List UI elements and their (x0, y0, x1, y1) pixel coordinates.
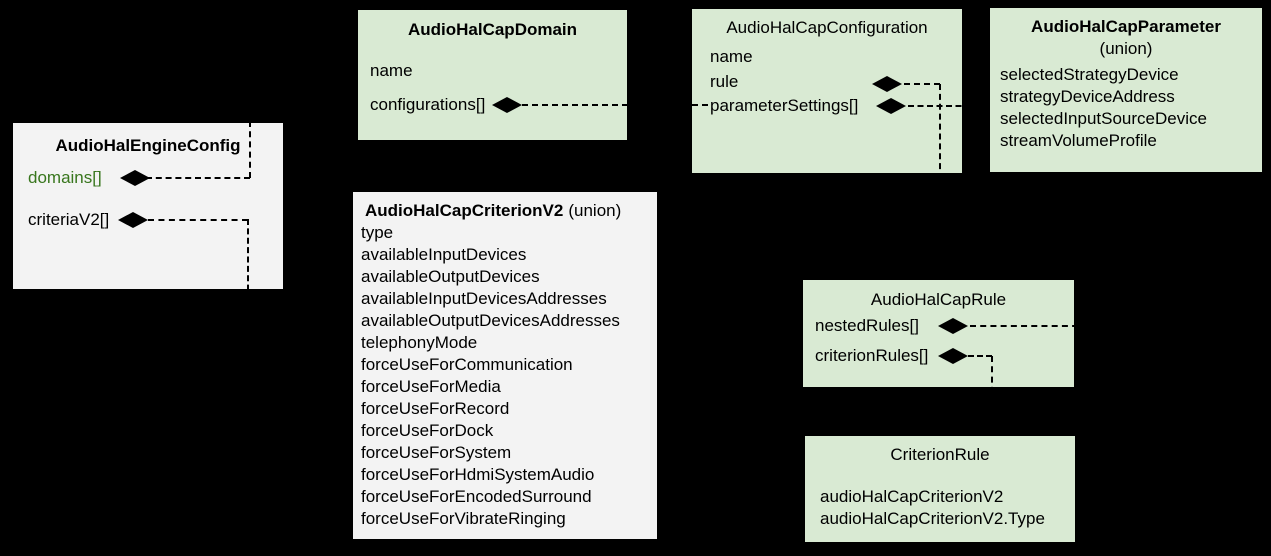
class-title-union: (union) (568, 201, 622, 220)
field-forceuseforcommunication: forceUseForCommunication (361, 355, 573, 374)
class-box-audiohalcaprule: AudioHalCapRule nestedRules[] criterionR… (803, 280, 1074, 387)
class-box-audiohalcapdomain: AudioHalCapDomain name configurations[] (358, 10, 627, 140)
field-configurations: configurations[] (370, 95, 486, 114)
class-box-audiohalcapparameter: AudioHalCapParameter (union) selectedStr… (990, 8, 1262, 172)
field-list: audioHalCapCriterionV2 audioHalCapCriter… (820, 486, 1045, 530)
connector-nestedrules-h (970, 325, 1170, 327)
field-name: name (370, 61, 413, 80)
class-box-audiohalengineconfig: AudioHalEngineConfig domains[] criteriaV… (13, 123, 283, 289)
connector-criterionrules-h (968, 355, 992, 357)
field-selectedstrategydevice: selectedStrategyDevice (1000, 65, 1179, 84)
connector-criterionrules-to-criterionrule (991, 356, 993, 434)
field-forceuseforvibrateringing: forceUseForVibrateRinging (361, 509, 566, 528)
composition-diamond-icon (876, 98, 906, 114)
connector-domains-to-domain (250, 69, 356, 71)
composition-diamond-icon (120, 170, 150, 186)
field-forceuseforencodedsurround: forceUseForEncodedSurround (361, 487, 592, 506)
class-box-audiohalcapcriterionv2: AudioHalCapCriterionV2(union) type avail… (353, 192, 657, 539)
class-title: AudioHalCapParameter (1031, 17, 1221, 36)
class-title: AudioHalCapConfiguration (726, 18, 928, 37)
field-selectedinputsourcedevice: selectedInputSourceDevice (1000, 109, 1207, 128)
field-strategydeviceaddress: strategyDeviceAddress (1000, 87, 1175, 106)
connector-domains-h (146, 177, 250, 179)
composition-diamond-icon (938, 348, 968, 364)
field-nestedrules: nestedRules[] (815, 316, 919, 335)
class-box-audiohalcapconfiguration: AudioHalCapConfiguration name rule param… (692, 9, 962, 173)
field-type: type (361, 223, 394, 242)
field-availableinputdevices: availableInputDevices (361, 245, 527, 264)
composition-diamond-icon (938, 318, 968, 334)
field-telephonymode: telephonyMode (361, 333, 478, 352)
connector-parametersettings-to-parameter (908, 105, 990, 107)
field-forceuseforsystem: forceUseForSystem (361, 443, 512, 462)
connector-criteriav2-to-criterionv2 (248, 299, 351, 301)
connector-rule-h (904, 83, 940, 85)
field-availableinputdevicesaddresses: availableInputDevicesAddresses (361, 289, 607, 308)
field-criteriav2: criteriaV2[] (28, 210, 110, 229)
field-forceuseformedia: forceUseForMedia (361, 377, 501, 396)
field-list: type availableInputDevices availableOutp… (361, 222, 620, 530)
connector-domains-v (249, 70, 251, 178)
field-domains: domains[] (28, 168, 102, 187)
composition-diamond-icon (872, 76, 902, 92)
class-subtitle-union: (union) (1099, 39, 1153, 58)
field-forceusefordock: forceUseForDock (361, 421, 494, 440)
connector-rule-to-audiohalcaprule (939, 84, 941, 278)
field-list: selectedStrategyDevice strategyDeviceAdd… (1000, 64, 1207, 152)
class-title: AudioHalCapRule (870, 290, 1007, 309)
field-criterionrules: criterionRules[] (815, 346, 929, 365)
field-name: name (710, 47, 753, 66)
class-box-criterionrule: CriterionRule audioHalCapCriterionV2 aud… (805, 436, 1075, 542)
field-parametersettings: parameterSettings[] (710, 96, 859, 115)
composition-diamond-icon (118, 212, 148, 228)
composition-diamond-icon (492, 97, 522, 113)
connector-criteriav2-v (247, 219, 249, 300)
field-availableoutputdevices: availableOutputDevices (361, 267, 540, 286)
connector-criteriav2-h (148, 219, 248, 221)
field-rule: rule (710, 72, 739, 91)
class-title: CriterionRule (890, 445, 990, 464)
field-audiohalcapcriterionv2-type: audioHalCapCriterionV2.Type (820, 509, 1045, 528)
field-forceuseforrecord: forceUseForRecord (361, 399, 510, 418)
field-forceuseforhdmisystemaudio: forceUseForHdmiSystemAudio (361, 465, 595, 484)
connector-configurations-to-configuration (522, 104, 708, 106)
class-title-text: AudioHalCapCriterionV2 (365, 201, 564, 220)
class-title: AudioHalCapCriterionV2(union) (365, 200, 621, 222)
field-audiohalcapcriterionv2: audioHalCapCriterionV2 (820, 487, 1004, 506)
class-title: AudioHalCapDomain (407, 20, 578, 39)
field-streamvolumeprofile: streamVolumeProfile (1000, 131, 1157, 150)
field-availableoutputdevicesaddresses: availableOutputDevicesAddresses (361, 311, 620, 330)
class-title: AudioHalEngineConfig (55, 136, 241, 155)
